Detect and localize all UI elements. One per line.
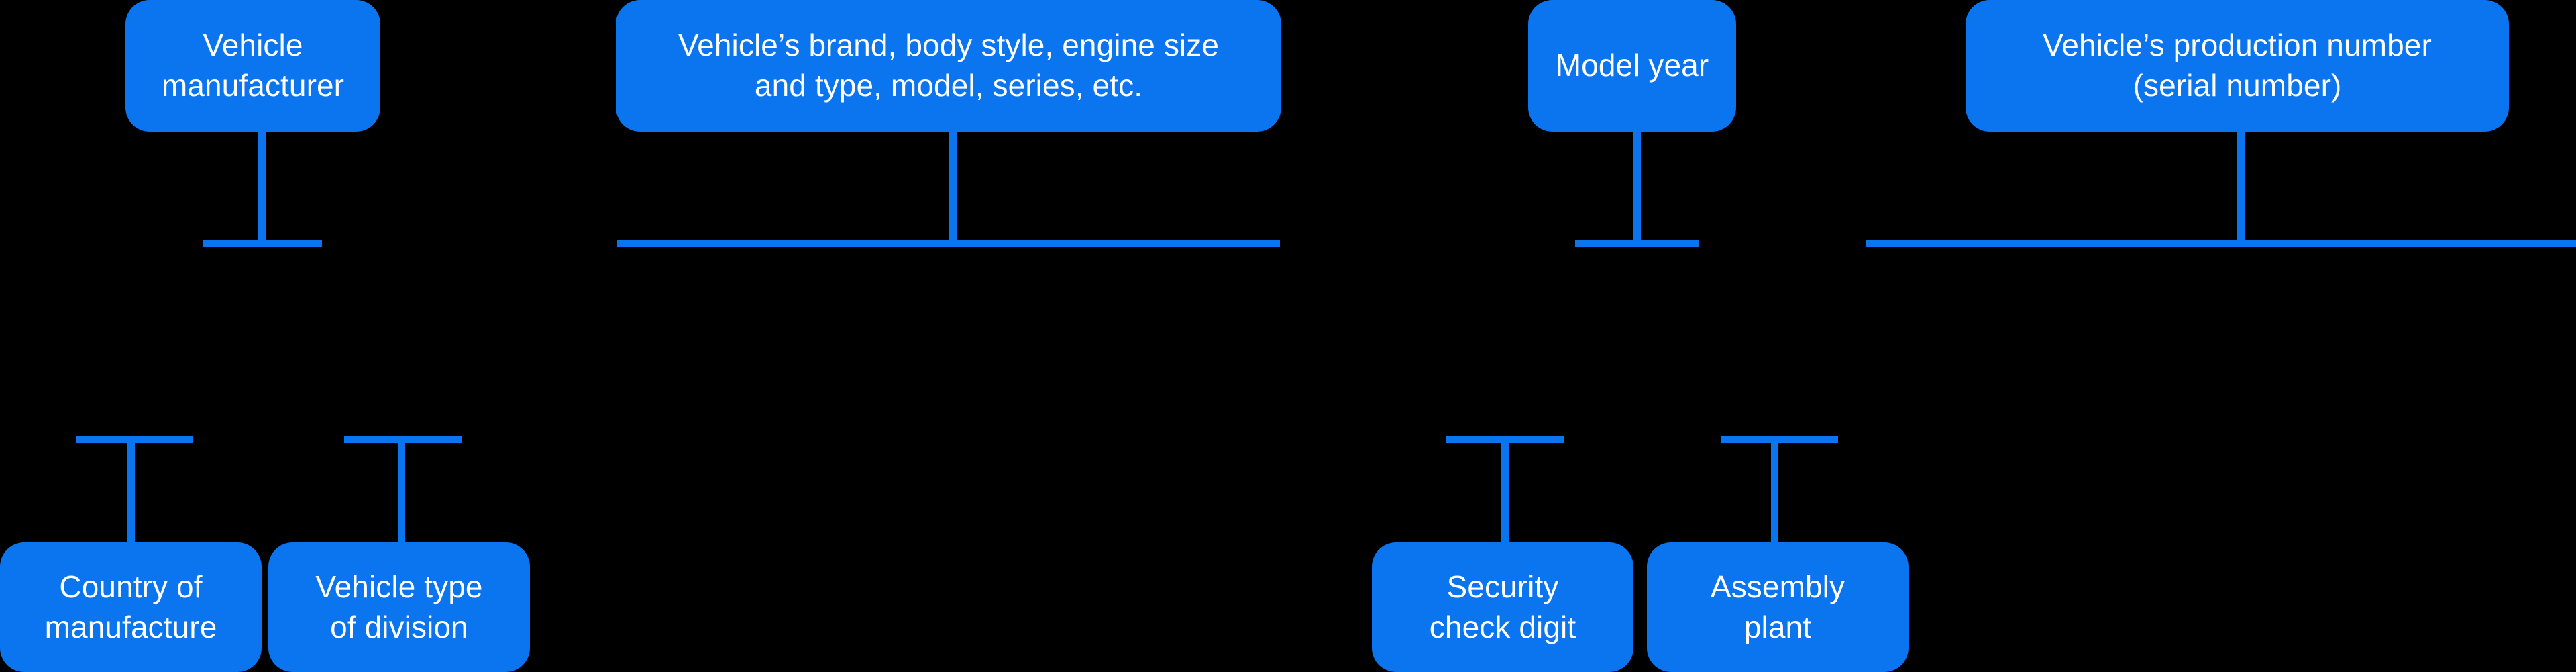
security-check-digit-connector-stem — [1501, 436, 1509, 542]
vehicle-descriptor-connector-stem — [949, 132, 957, 240]
node-country-of-manufacture[interactable]: Country of manufacture — [0, 542, 262, 672]
node-model-year[interactable]: Model year — [1528, 0, 1736, 132]
vehicle-manufacturer-connector-stem — [258, 132, 266, 240]
node-vehicle-type-of-division[interactable]: Vehicle type of division — [268, 542, 530, 672]
node-label-assembly-plant: Assembly plant — [1710, 569, 1845, 644]
node-label-vehicle-manufacturer: Vehicle manufacturer — [161, 28, 345, 103]
model-year-connector-bar — [1575, 240, 1699, 247]
node-label-security-check-digit: Security check digit — [1429, 569, 1576, 644]
vehicle-descriptor-connector-bar — [617, 240, 1280, 247]
node-label-production-number: Vehicle’s production number (serial numb… — [2043, 28, 2432, 103]
node-label-vehicle-descriptor: Vehicle’s brand, body style, engine size… — [678, 28, 1220, 103]
model-year-connector-stem — [1633, 132, 1641, 240]
node-assembly-plant[interactable]: Assembly plant — [1647, 542, 1909, 672]
assembly-plant-connector-bar — [1721, 436, 1838, 443]
node-vehicle-descriptor[interactable]: Vehicle’s brand, body style, engine size… — [616, 0, 1281, 132]
country-of-manufacture-connector-stem — [127, 436, 135, 542]
node-label-country-of-manufacture: Country of manufacture — [44, 569, 217, 644]
node-production-number[interactable]: Vehicle’s production number (serial numb… — [1966, 0, 2509, 132]
assembly-plant-connector-stem — [1771, 436, 1778, 542]
node-label-model-year: Model year — [1555, 48, 1709, 83]
node-label-vehicle-type-of-division: Vehicle type of division — [315, 569, 483, 644]
vehicle-type-of-division-connector-stem — [398, 436, 405, 542]
vehicle-manufacturer-connector-bar — [203, 240, 322, 247]
node-vehicle-manufacturer[interactable]: Vehicle manufacturer — [125, 0, 380, 132]
node-security-check-digit[interactable]: Security check digit — [1372, 542, 1633, 672]
production-number-connector-bar — [1866, 240, 2576, 247]
production-number-connector-stem — [2237, 132, 2245, 240]
